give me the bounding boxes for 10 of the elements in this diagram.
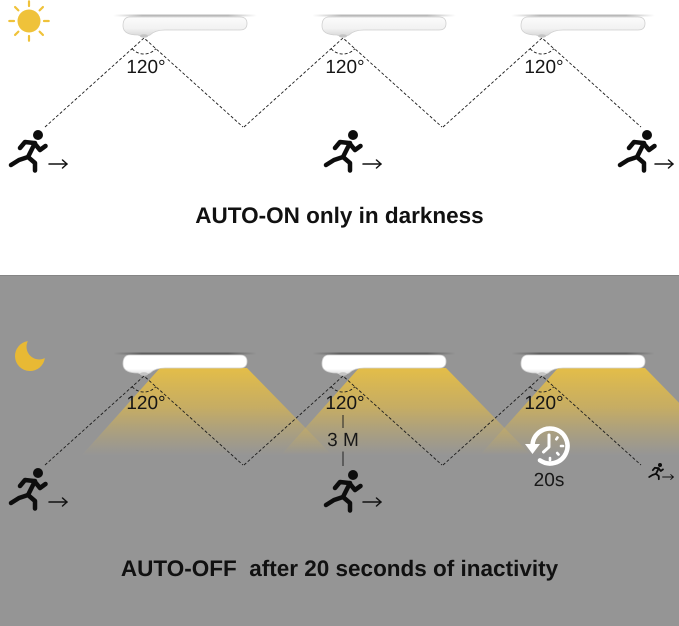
caption: AUTO-ON only in darkness	[195, 202, 484, 229]
angle-label: 120°	[325, 58, 365, 76]
angle-label: 120°	[126, 394, 166, 413]
angle-label: 120°	[524, 58, 564, 76]
timer-label: 20s	[534, 471, 564, 490]
distance-label: 3 M	[327, 430, 359, 450]
angle-label: 120°	[325, 394, 365, 413]
caption: AUTO-OFF after 20 seconds of inactivity	[120, 555, 558, 582]
angle-label: 120°	[126, 58, 166, 76]
angle-label: 120°	[524, 394, 564, 413]
